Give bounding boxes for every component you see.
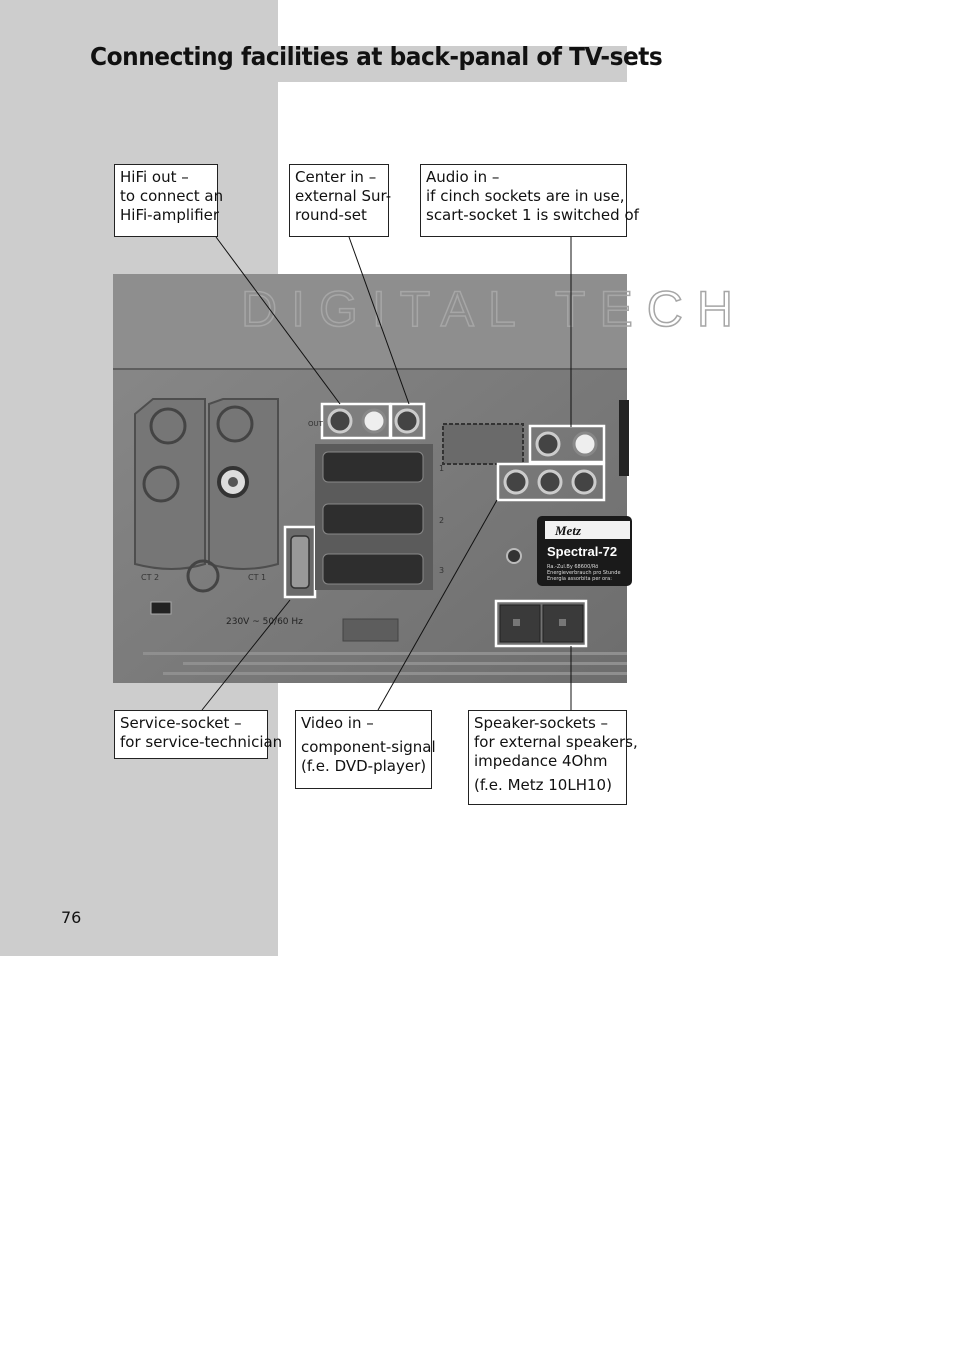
label-line-3: Energia assorbita per ora: <box>547 576 612 582</box>
audio-in-cinch-right <box>572 431 598 457</box>
callout-speaker-sockets-line3: impedance 4Ohm <box>474 752 608 770</box>
socket-label-out: OUT <box>308 420 324 428</box>
callout-speaker-sockets-line2: for external speakers, <box>474 733 638 751</box>
title-band <box>278 46 627 82</box>
scart-label-2: 2 <box>439 516 444 525</box>
callout-audio-in: Audio in – if cinch sockets are in use, … <box>420 164 639 237</box>
aerial-socket-housing-left <box>134 398 206 570</box>
hifi-out-cinch-left <box>327 408 353 434</box>
callout-video-in-line1: Video in – <box>301 714 374 732</box>
aerial-socket-1 <box>149 407 187 445</box>
metz-logo: Metz <box>554 523 582 538</box>
aerial-socket-3 <box>216 405 254 443</box>
callout-speaker-sockets: Speaker-sockets – for external speakers,… <box>468 710 638 805</box>
scart-socket-3 <box>322 553 424 585</box>
tv-back-panel-photo: DIGITAL TECH CT 2 CT 1 230V ~ 50/60 Hz O… <box>113 274 734 683</box>
connector-plate <box>342 618 399 642</box>
callout-audio-in-line2: if cinch sockets are in use, <box>426 187 625 205</box>
aerial-socket-pin <box>228 477 238 487</box>
callout-center-in: Center in – external Sur- round-set <box>289 164 392 237</box>
aerial-socket-4 <box>186 559 220 593</box>
video-in-socket-frame <box>496 462 606 502</box>
center-in-cinch <box>394 408 420 434</box>
voltage-label: 230V ~ 50/60 Hz <box>226 617 303 627</box>
callout-audio-in-line1: Audio in – <box>426 168 500 186</box>
callout-center-in-line1: Center in – <box>295 168 377 186</box>
cover-plate <box>442 423 524 465</box>
aerial-socket-2 <box>142 465 180 503</box>
video-in-cinch-y <box>503 469 529 495</box>
warning-text-line-3 <box>163 672 627 675</box>
callout-center-in-line2: external Sur- <box>295 187 392 205</box>
video-in-cinch-pb <box>537 469 563 495</box>
warning-text-line-2 <box>183 662 627 665</box>
page-title: Connecting facilities at back-panal of T… <box>90 42 663 71</box>
side-slot <box>619 400 629 476</box>
scart-socket-2 <box>322 503 424 535</box>
callout-hifi-out-line2: to connect an <box>120 187 224 205</box>
hdmi-socket <box>150 601 172 615</box>
callout-video-in-line3: (f.e. DVD-player) <box>301 757 427 775</box>
scart-socket-1 <box>322 451 424 483</box>
hifi-out-cinch-right <box>361 408 387 434</box>
page-number: 76 <box>61 908 82 927</box>
model-name: Spectral-72 <box>547 544 617 559</box>
speaker-terminal-right <box>559 619 566 626</box>
service-socket-connector <box>290 535 310 589</box>
scart-label-3: 3 <box>439 566 444 575</box>
video-in-cinch-pr <box>571 469 597 495</box>
callout-center-in-line3: round-set <box>295 206 367 224</box>
tv-back-panel-illustration: DIGITAL TECH CT 2 CT 1 230V ~ 50/60 Hz O… <box>113 274 734 683</box>
label-line-2: Energieverbrauch pro Stunde <box>547 570 621 576</box>
socket-label-ct1: CT 1 <box>248 573 266 582</box>
callout-service-socket-line1: Service-socket – <box>120 714 242 732</box>
callout-speaker-sockets-line4: (f.e. Metz 10LH10) <box>474 776 612 794</box>
warning-text-line-1 <box>143 652 627 655</box>
callout-service-socket: Service-socket – for service-technician <box>114 710 283 759</box>
callout-video-in-line2: component-signal <box>301 738 436 756</box>
label-line-1: Ra.-Zul.By 68600/Rö <box>547 564 598 570</box>
speaker-terminal-left <box>513 619 520 626</box>
callout-audio-in-line3: scart-socket 1 is switched of <box>426 206 639 224</box>
callout-hifi-out: HiFi out – to connect an HiFi-amplifier <box>114 164 224 237</box>
audio-in-socket-frame <box>528 424 606 464</box>
callout-speaker-sockets-line1: Speaker-sockets – <box>474 714 609 732</box>
socket-label-ct2: CT 2 <box>141 573 159 582</box>
callout-service-socket-line2: for service-technician <box>120 733 283 751</box>
scart-label-1: 1 <box>439 464 444 473</box>
audio-in-cinch-left <box>535 431 561 457</box>
callout-video-in: Video in – component-signal (f.e. DVD-pl… <box>295 710 436 789</box>
callout-hifi-out-line3: HiFi-amplifier <box>120 206 220 224</box>
headphone-socket <box>506 548 522 564</box>
callout-hifi-out-line1: HiFi out – <box>120 168 189 186</box>
metz-logo-plate <box>545 521 630 539</box>
panel-brand-text: DIGITAL TECH <box>241 281 747 337</box>
